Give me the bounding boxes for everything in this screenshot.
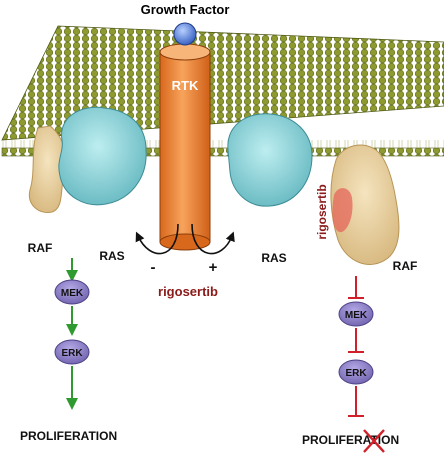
raf-label-left: RAF (28, 241, 53, 255)
rigosertib-label: rigosertib (158, 284, 218, 299)
ras-protein-left (58, 106, 147, 206)
mek-node-left (54, 279, 90, 305)
membrane-bottom-leaflet (1, 147, 444, 157)
proliferation-label-left: PROLIFERATION (20, 429, 117, 443)
growth-factor-label: Growth Factor (141, 2, 230, 17)
ras-label-right: RAS (261, 251, 286, 265)
left-pathway: MEK ERK PROLIFERATION (20, 258, 117, 443)
blocked-x-icon (363, 429, 385, 453)
raf-label-right: RAF (393, 259, 418, 273)
right-pathway: MEK ERK PROLIFERATION (302, 276, 399, 453)
ras-label-left: RAS (99, 249, 124, 263)
mek-node-right (338, 301, 374, 327)
erk-node-left (54, 339, 90, 365)
erk-label-left: ERK (61, 348, 83, 359)
growth-factor-ball (173, 22, 197, 46)
proliferation-label-right: PROLIFERATION (302, 433, 399, 447)
rigosertib-bound-patch (332, 188, 353, 233)
minus-sign: - (151, 259, 156, 276)
mek-label-left: MEK (61, 288, 84, 299)
rtk-receptor (159, 43, 211, 251)
curved-arrow-right (191, 223, 235, 255)
plus-sign: + (209, 259, 218, 276)
rigosertib-vertical-label: rigosertib (315, 184, 329, 239)
mek-label-right: MEK (345, 310, 368, 321)
ras-protein-right (227, 113, 313, 207)
erk-label-right: ERK (345, 368, 367, 379)
erk-node-right (338, 359, 374, 385)
curved-arrow-left (135, 223, 179, 255)
rtk-label: RTK (172, 78, 199, 93)
